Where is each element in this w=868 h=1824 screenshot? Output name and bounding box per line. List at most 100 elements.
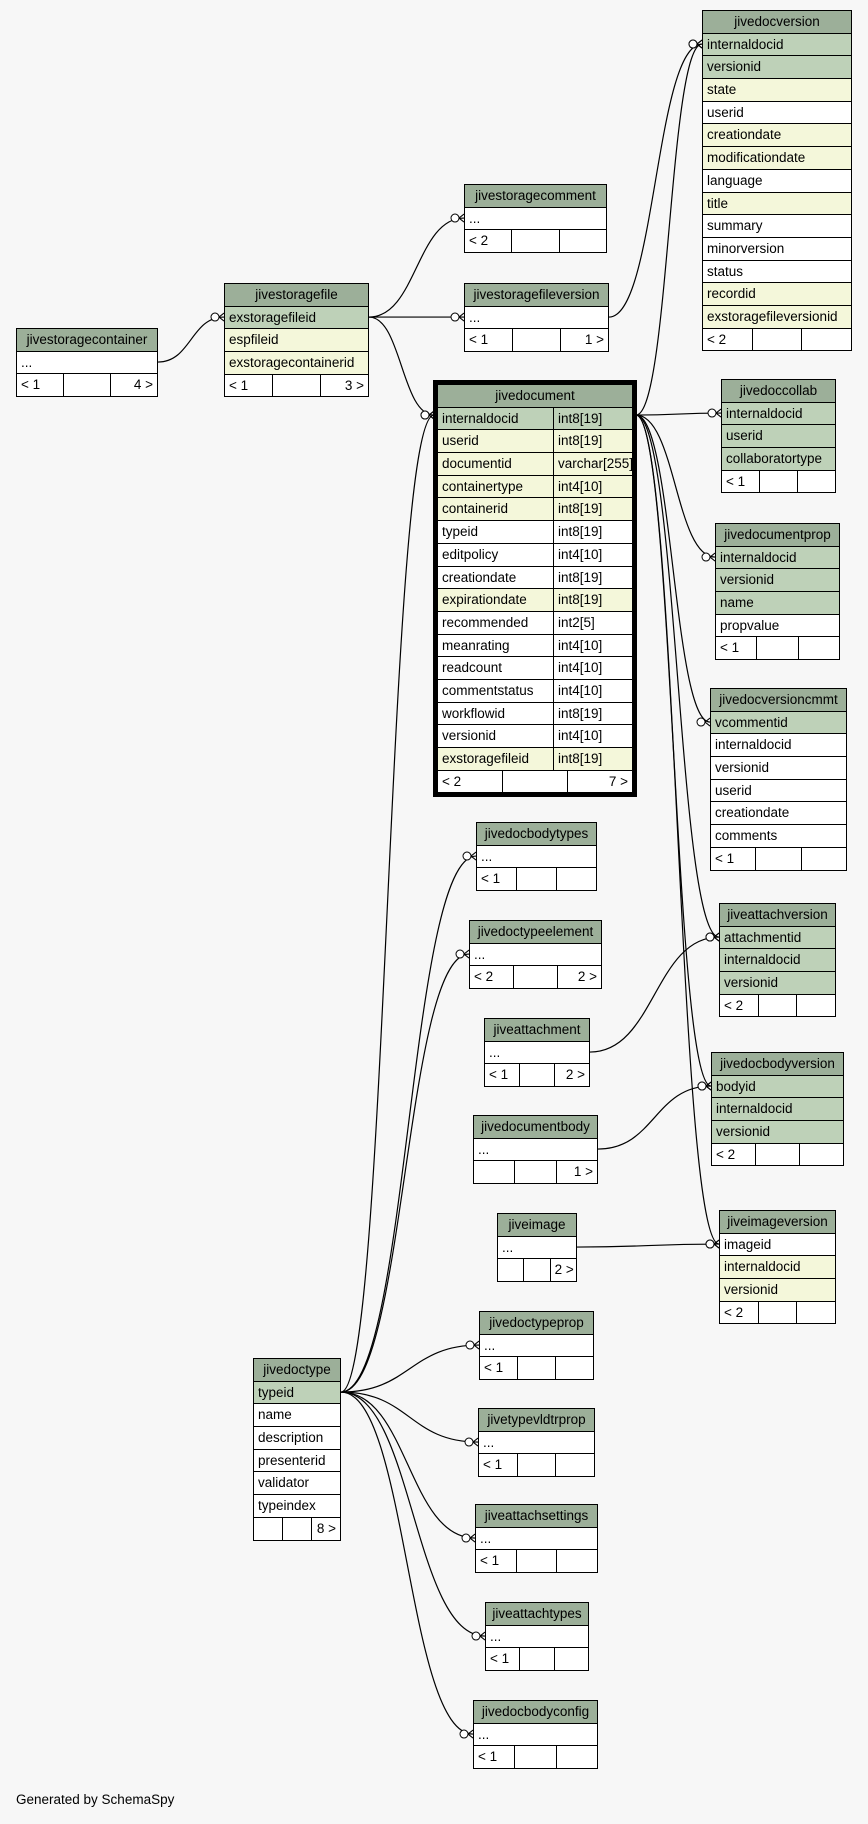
table-footer[interactable]: < 1 — [477, 868, 596, 891]
table-jiveattachsettings[interactable]: jiveattachsettings...< 1 — [475, 1504, 598, 1574]
table-footer[interactable]: < 2 — [720, 1301, 836, 1324]
column-row[interactable]: imageid — [720, 1233, 835, 1256]
column-row[interactable]: internaldocid — [712, 1098, 843, 1121]
column-row[interactable]: internaldocid — [720, 1256, 835, 1279]
table-header[interactable]: jivedocbodytypes — [477, 823, 596, 845]
table-header[interactable]: jiveattachversion — [720, 904, 835, 926]
table-footer[interactable]: < 1 — [486, 1648, 588, 1671]
column-row[interactable]: ... — [480, 1334, 593, 1357]
column-row[interactable]: ... — [477, 845, 596, 868]
table-header[interactable]: jiveattachment — [485, 1019, 589, 1041]
table-header[interactable]: jivestoragecomment — [465, 185, 606, 207]
column-row[interactable]: ... — [498, 1236, 576, 1259]
column-row[interactable]: internaldocid — [703, 33, 851, 56]
table-header[interactable]: jivedoctype — [254, 1359, 340, 1381]
column-row[interactable]: name — [254, 1404, 340, 1427]
column-row[interactable]: vcommentid — [711, 711, 846, 734]
column-row[interactable]: ... — [476, 1527, 597, 1550]
column-row[interactable]: state — [703, 79, 851, 101]
table-header[interactable]: jivedoccollab — [722, 380, 835, 402]
table-jivedocbodytypes[interactable]: jivedocbodytypes...< 1 — [476, 822, 597, 892]
table-header[interactable]: jivedocbodyconfig — [474, 1701, 597, 1723]
table-footer[interactable]: < 2 — [720, 994, 836, 1017]
column-row[interactable]: summary — [703, 215, 851, 237]
table-header[interactable]: jivestoragefile — [225, 284, 368, 306]
table-footer[interactable]: < 2 — [712, 1143, 843, 1166]
column-row[interactable]: ... — [474, 1723, 597, 1746]
column-row[interactable]: minorversion — [703, 237, 851, 260]
table-header[interactable]: jivestoragefileversion — [465, 284, 608, 306]
table-jivestoragecomment[interactable]: jivestoragecomment...< 2 — [464, 184, 607, 254]
table-header[interactable]: jivedocument — [438, 385, 632, 407]
column-row[interactable]: recordid — [703, 283, 851, 305]
table-header[interactable]: jivedoctypeprop — [480, 1312, 593, 1334]
column-row[interactable]: name — [716, 592, 839, 614]
table-header[interactable]: jivedocbodyversion — [712, 1053, 843, 1075]
column-row[interactable]: collaboratortype — [722, 448, 835, 470]
column-row[interactable]: propvalue — [716, 614, 839, 637]
table-footer[interactable]: 8 > — [254, 1517, 340, 1540]
table-footer[interactable]: < 1 — [474, 1746, 597, 1769]
column-row[interactable]: internaldocid — [722, 402, 835, 425]
column-row[interactable]: bodyid — [712, 1075, 843, 1098]
column-row[interactable]: ... — [485, 1041, 589, 1064]
table-jiveimage[interactable]: jiveimage...2 > — [497, 1213, 577, 1283]
column-row[interactable]: typeindex — [254, 1495, 340, 1517]
table-header[interactable]: jivedocversioncmmt — [711, 689, 846, 711]
table-jivedocumentbody[interactable]: jivedocumentbody...1 > — [473, 1115, 598, 1185]
column-row[interactable]: title — [703, 192, 851, 215]
column-row[interactable]: validator — [254, 1472, 340, 1495]
table-header[interactable]: jivestoragecontainer — [17, 329, 157, 351]
column-row[interactable]: presenterid — [254, 1449, 340, 1472]
table-header[interactable]: jivedocumentprop — [716, 524, 839, 546]
table-footer[interactable]: < 2 — [703, 328, 852, 351]
column-row[interactable]: comments — [711, 825, 846, 847]
column-row[interactable]: ... — [474, 1138, 597, 1161]
column-row[interactable]: internaldocid — [716, 546, 839, 569]
column-row[interactable]: status — [703, 260, 851, 283]
table-jiveattachtypes[interactable]: jiveattachtypes...< 1 — [485, 1602, 589, 1672]
column-row[interactable]: ... — [17, 351, 157, 374]
column-row[interactable]: internaldocid — [711, 734, 846, 757]
column-row[interactable]: language — [703, 169, 851, 192]
column-row[interactable]: versionid — [720, 972, 835, 994]
column-row[interactable]: ... — [465, 207, 606, 230]
column-row[interactable]: versionid — [711, 757, 846, 779]
table-header[interactable]: jivedoctypeelement — [470, 921, 601, 943]
column-row[interactable]: userid — [722, 425, 835, 448]
column-row[interactable]: userid — [711, 779, 846, 802]
table-footer[interactable]: 1 > — [474, 1161, 597, 1184]
table-footer[interactable]: 2 > — [498, 1259, 576, 1282]
column-row[interactable]: attachmentid — [720, 926, 835, 949]
table-footer[interactable]: < 1 — [711, 847, 846, 870]
table-footer[interactable]: < 2 — [465, 230, 606, 253]
table-header[interactable]: jivetypevldtrprop — [479, 1409, 594, 1431]
